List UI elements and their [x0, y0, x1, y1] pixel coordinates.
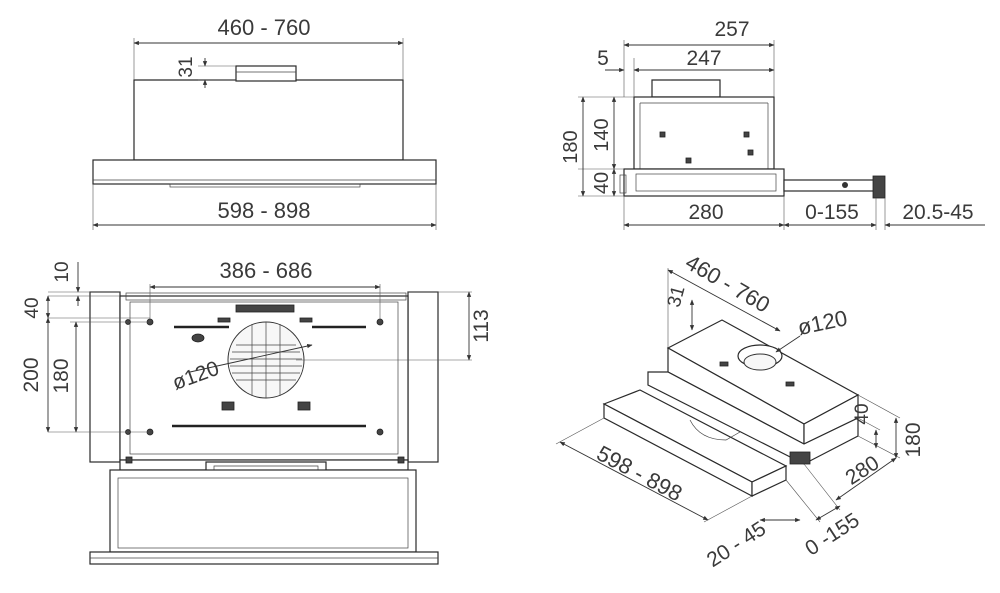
iso-h40-label: 40 [852, 403, 873, 424]
side-view: 257 5 247 180 140 40 280 0-155 20.5-45 [560, 18, 985, 230]
side-slide-rail [783, 179, 877, 192]
bottom-h113-label: 113 [470, 309, 493, 342]
iso-depth-label: 280 [842, 451, 884, 489]
bottom-left-panel [89, 291, 121, 463]
side-offset-label: 5 [597, 47, 609, 70]
bottom-h40-label: 40 [22, 297, 43, 318]
front-view: 460 - 760 598 - 898 31 [92, 15, 437, 230]
side-base-depth-label: 280 [688, 201, 723, 224]
iso-slide-label: 0 -155 [801, 509, 863, 561]
side-lower-height-label: 40 [591, 172, 613, 194]
bottom-top-bracket [235, 304, 295, 313]
iso-h180-label: 180 [902, 422, 925, 457]
isometric-view: 460 - 760 31 ø120 598 - 898 40 180 280 2… [555, 249, 925, 572]
iso-duct-label: ø120 [795, 305, 849, 340]
side-body [633, 96, 775, 170]
side-upper-height-label: 140 [591, 118, 613, 151]
front-inset-label: 31 [176, 56, 197, 77]
bottom-filter-tray [109, 469, 417, 553]
iso-top-width-label: 460 - 760 [681, 249, 774, 317]
front-width-label: 460 - 760 [218, 15, 311, 40]
iso-inset-label: 31 [664, 284, 690, 310]
bottom-h180-label: 180 [50, 358, 73, 393]
side-total-depth-label: 257 [714, 18, 749, 41]
front-panel-width-label: 598 - 898 [218, 198, 311, 223]
side-base [623, 168, 785, 197]
side-front-handle [872, 175, 886, 199]
bottom-h200-label: 200 [20, 357, 43, 392]
bottom-width-label: 386 - 686 [220, 258, 313, 283]
front-panel [92, 159, 437, 185]
side-total-height-label: 180 [560, 130, 582, 163]
front-upper-body [133, 79, 404, 161]
iso-lower-body [647, 371, 859, 465]
side-body-depth-label: 247 [686, 47, 721, 70]
iso-front-depth-label: 20 - 45 [703, 517, 770, 572]
side-slide-label: 0-155 [805, 201, 859, 224]
bottom-view: 386 - 686 10 40 200 180 113 ø120 [20, 258, 493, 565]
bottom-right-panel [407, 291, 439, 463]
side-duct [651, 79, 721, 98]
side-front-label: 20.5-45 [902, 201, 973, 224]
bottom-gap-label: 10 [52, 261, 73, 282]
front-duct [235, 65, 297, 82]
